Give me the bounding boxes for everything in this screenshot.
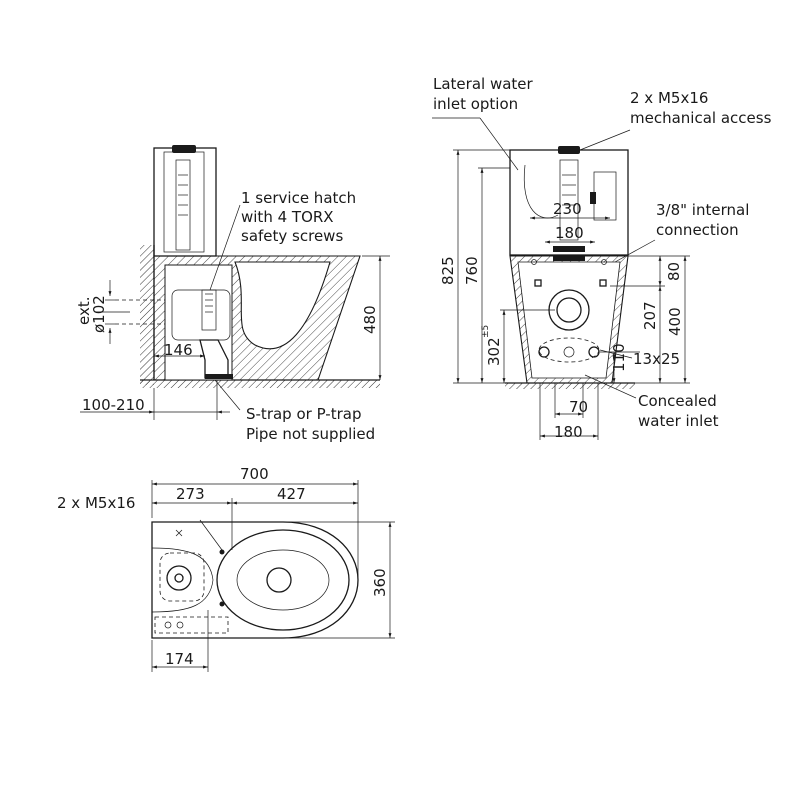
dim-700-label: 700 xyxy=(240,465,269,483)
dim-825-label: 825 xyxy=(439,256,457,285)
floor-hatch xyxy=(140,380,380,388)
trap-callout-line-2: Pipe not supplied xyxy=(246,425,375,443)
dim-207-label: 207 xyxy=(641,301,659,330)
wall-hatch xyxy=(140,245,154,385)
trap-callout-line-1: S-trap or P-trap xyxy=(246,405,361,423)
dim-diameter-label: ø102 xyxy=(90,295,108,333)
concealed-callout-line-2: water inlet xyxy=(638,412,719,430)
dim-427-label: 427 xyxy=(277,485,306,503)
dim-273-label: 273 xyxy=(176,485,205,503)
hatch-callout-line-2: with 4 TORX xyxy=(241,208,334,226)
dim-180-bottom-label: 180 xyxy=(554,423,583,441)
dim-230-label: 230 xyxy=(553,200,582,218)
hatch-callout-line-3: safety screws xyxy=(241,227,343,245)
dim-400-label: 400 xyxy=(666,307,684,336)
dim-302-tolerance: ±5 xyxy=(481,325,491,338)
dim-760-label: 760 xyxy=(463,256,481,285)
dim-ext-label: ext. xyxy=(75,297,93,326)
lateral-callout-line-2: inlet option xyxy=(433,95,518,113)
dim-110-label: 110 xyxy=(610,343,628,372)
m5-callout-line-1: 2 x M5x16 xyxy=(630,89,708,107)
dim-180-top-label: 180 xyxy=(555,224,584,242)
front-view xyxy=(432,117,690,440)
top-view xyxy=(151,480,395,672)
hatch-callout-line-1: 1 service hatch xyxy=(241,189,356,207)
internal-callout-line-1: 3/8" internal xyxy=(656,201,749,219)
dim-13x25-label: 13x25 xyxy=(633,350,680,368)
lateral-callout-line-1: Lateral water xyxy=(433,75,534,93)
top-outline xyxy=(151,521,359,639)
dim-146-label: 146 xyxy=(164,341,193,359)
dim-100-210-label: 100-210 xyxy=(82,396,145,414)
dim-174-label: 174 xyxy=(165,650,194,668)
top-m5-callout: 2 x M5x16 xyxy=(57,494,135,512)
cistern-side xyxy=(153,147,217,257)
dim-80-label: 80 xyxy=(665,262,683,281)
dim-302-label: 302 xyxy=(485,337,503,366)
dim-360-label: 360 xyxy=(371,568,389,597)
dim-70-label: 70 xyxy=(569,398,588,416)
internal-callout-line-2: connection xyxy=(656,221,739,239)
m5-callout-line-2: mechanical access xyxy=(630,109,772,127)
concealed-callout-line-1: Concealed xyxy=(638,392,717,410)
dim-480-label: 480 xyxy=(361,305,379,334)
side-view xyxy=(80,145,390,420)
